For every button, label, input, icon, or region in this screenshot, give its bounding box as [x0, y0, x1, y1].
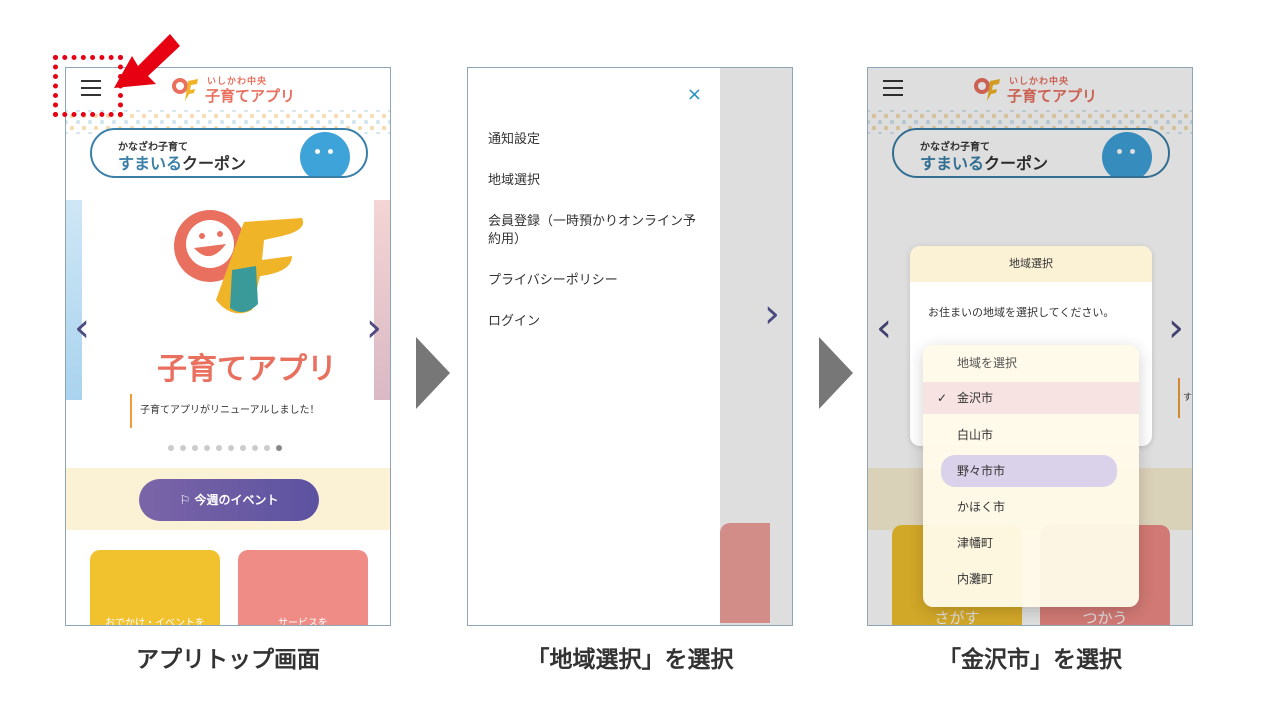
logo-mark-icon	[974, 78, 1000, 101]
region-option-kanazawa[interactable]: ✓ 金沢市	[923, 382, 1139, 414]
coupon-title-rest: クーポン	[182, 154, 247, 173]
region-option-hakusan[interactable]: 白山市	[957, 428, 994, 442]
region-dropdown[interactable]: 地域を選択 ✓ 金沢市 白山市 野々市市 かほく市 津幡町 内灘町	[923, 345, 1139, 607]
caption-step1: アプリトップ画面	[136, 647, 320, 673]
coupon-title-accent: すまいる	[118, 154, 183, 173]
coupon-banner: かなざわ子育て すまいるクーポン	[892, 128, 1170, 178]
carousel-next-slide	[374, 200, 390, 400]
outing-tile-label: さがす	[934, 609, 980, 626]
modal-text: お住まいの地域を選択してください。	[928, 306, 1115, 319]
smile-face-icon	[300, 132, 350, 176]
hero-logo-icon	[174, 210, 304, 314]
carousel-dots	[168, 445, 282, 451]
region-option-kahoku[interactable]: かほく市	[957, 500, 1006, 514]
carousel-slide[interactable]: 子育てアプリ	[132, 200, 360, 400]
logo-title: 子育てアプリ	[1007, 87, 1098, 105]
flag-icon: ⚐	[179, 493, 195, 507]
weekly-event-button[interactable]: ⚐ 今週のイベント	[139, 479, 319, 521]
app-logo: いしかわ中央 子育てアプリ	[171, 74, 311, 105]
menu-item-login[interactable]: ログイン	[488, 314, 541, 329]
carousel-prev-icon: ‹	[876, 305, 892, 351]
coupon-title: すまいるクーポン	[118, 150, 246, 174]
menu-item-privacy[interactable]: プライバシーポリシー	[488, 273, 618, 288]
service-tile-label: サービスを	[278, 618, 328, 626]
app-header: いしかわ中央 子育てアプリ	[66, 68, 390, 110]
hamburger-menu-icon[interactable]	[883, 80, 903, 96]
carousel-next-icon: ›	[764, 291, 780, 337]
news-item[interactable]: 子育てアプリがリニューアルしました！	[130, 394, 340, 428]
service-tile[interactable]: サービスを	[238, 550, 368, 626]
weekly-event-label: 今週のイベント	[194, 493, 279, 507]
logo-mark-icon	[172, 78, 198, 101]
caption-step2: 「地域選択」を選択	[526, 647, 734, 673]
side-drawer: × 通知設定 地域選択 会員登録（一時預かりオンライン予約用） プライバシーポリ…	[468, 68, 720, 625]
region-option-nonoichi[interactable]: 野々市市	[941, 455, 1117, 487]
coupon-title: すまいるクーポン	[920, 150, 1048, 174]
hamburger-menu-icon[interactable]	[81, 80, 101, 96]
side-news-peek: す	[1178, 378, 1192, 418]
check-icon: ✓	[937, 391, 948, 405]
region-option-kanazawa-label: 金沢市	[957, 391, 994, 405]
region-option-placeholder[interactable]: 地域を選択	[957, 356, 1018, 370]
app-logo: いしかわ中央 子育てアプリ	[973, 74, 1113, 105]
carousel-prev-slide	[66, 200, 82, 400]
modal-title: 地域選択	[910, 246, 1152, 282]
region-option-tsubata[interactable]: 津幡町	[957, 536, 994, 550]
coupon-title-accent: すまいる	[920, 154, 985, 173]
menu-item-notification[interactable]: 通知設定	[488, 132, 541, 147]
coupon-small-text: かなざわ子育て	[118, 142, 188, 153]
outing-tile-label: おでかけ・イベントを	[105, 618, 205, 626]
caption-step3: 「金沢市」を選択	[938, 647, 1122, 673]
app-header: いしかわ中央 子育てアプリ	[868, 68, 1192, 110]
carousel-next-icon: ›	[1168, 305, 1184, 351]
hero-title: 子育てアプリ	[157, 352, 337, 387]
coupon-small-text: かなざわ子育て	[920, 142, 990, 153]
menu-screen: › × 通知設定 地域選択 会員登録（一時預かりオンライン予約用） プライバシー…	[467, 67, 793, 626]
carousel-next-icon[interactable]: ›	[366, 305, 382, 351]
service-tile-peek	[720, 523, 770, 623]
app-top-screen: いしかわ中央 子育てアプリ かなざわ子育て すまいるクーポン 子育てアプリ ‹ …	[65, 67, 391, 626]
logo-subtitle: いしかわ中央	[1009, 77, 1070, 87]
menu-item-register[interactable]: 会員登録（一時預かりオンライン予約用）	[488, 214, 697, 247]
step-arrow-icon	[819, 337, 853, 409]
menu-item-region[interactable]: 地域選択	[488, 173, 541, 188]
logo-subtitle: いしかわ中央	[207, 77, 268, 87]
outing-tile[interactable]: おでかけ・イベントを	[90, 550, 220, 626]
close-icon[interactable]: ×	[686, 84, 702, 105]
service-tile-label: つかう	[1082, 609, 1128, 626]
region-select-screen: いしかわ中央 子育てアプリ かなざわ子育て すまいるクーポン ‹ › す さがす…	[867, 67, 1193, 626]
step-arrow-icon	[416, 337, 450, 409]
smile-face-icon	[1102, 132, 1152, 176]
carousel-prev-icon[interactable]: ‹	[74, 305, 90, 351]
logo-title: 子育てアプリ	[205, 87, 296, 105]
region-option-uchinada[interactable]: 内灘町	[957, 572, 994, 586]
coupon-banner[interactable]: かなざわ子育て すまいるクーポン	[90, 128, 368, 178]
coupon-title-rest: クーポン	[984, 154, 1049, 173]
